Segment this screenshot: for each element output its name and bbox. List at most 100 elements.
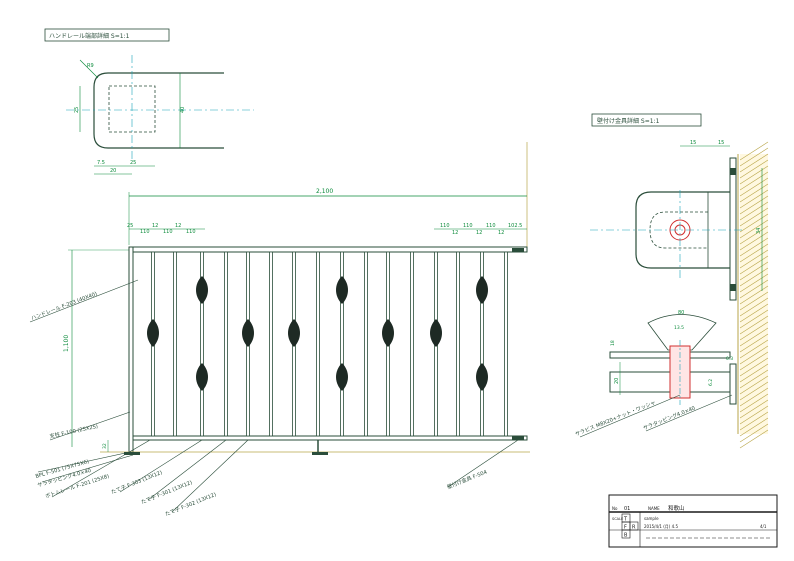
baluster: [364, 251, 368, 437]
plate-screw-2: [730, 284, 736, 291]
baluster-ornament: [288, 319, 300, 347]
left-dim-4: 110: [163, 229, 173, 235]
leader-post: [49, 411, 131, 441]
wall-hatch: [739, 141, 769, 449]
hatch-line: [739, 405, 769, 425]
view-b: B: [624, 533, 628, 539]
leader-anchor: [41, 454, 134, 483]
baluster-ornament: [476, 363, 488, 391]
hatch-line: [739, 195, 769, 215]
callout-post: 支柱 F-100 (25X25): [49, 422, 99, 440]
hatch-line: [739, 255, 769, 275]
dim-15a: 15: [690, 140, 696, 146]
baluster-ornament: [476, 276, 488, 304]
hatch-line: [739, 183, 769, 203]
height-label: 1,100: [63, 335, 70, 352]
view-box-r: [629, 521, 639, 531]
right-dims: 110 110 110 102.5 12 12 12: [434, 223, 527, 236]
wall-title: 壁付け金具詳細 S=1:1: [597, 117, 660, 125]
hatch-line: [739, 303, 769, 323]
bottom-rail: [131, 435, 528, 441]
tb-no-value: 01: [624, 506, 630, 512]
baluster: [480, 251, 484, 437]
baluster-ornament: [336, 276, 348, 304]
left-dim-5: 110: [186, 229, 196, 235]
callout-wall-fitting: 壁付け金具 F-504: [446, 467, 489, 491]
leader-nut: [579, 394, 681, 438]
handrail-profile: [93, 72, 224, 149]
hatch-line: [739, 345, 769, 365]
hatch-line: [739, 165, 769, 185]
callout-baluster-1: たて子 F-303 (13X12): [110, 469, 163, 496]
hatch-line: [739, 363, 769, 383]
baluster: [410, 251, 414, 437]
railing-elevation: 2,100 25 12 12 110 110 110 110 110 110 1…: [63, 142, 530, 455]
wall-fill: [740, 154, 768, 434]
hatch-line: [739, 207, 769, 227]
view-f: F: [624, 525, 627, 531]
tb-date: 2015/4/1 (月) 4.5: [644, 524, 678, 529]
small-dim-label: 32: [102, 443, 108, 449]
left-dim-1: 12: [152, 223, 158, 229]
baluster-ornament: [336, 363, 348, 391]
hatch-line: [739, 387, 769, 407]
baluster: [173, 251, 177, 437]
hatch-line: [739, 237, 769, 257]
hatch-line: [739, 177, 769, 197]
base-plate-mid: [312, 452, 328, 455]
hatch-line: [739, 369, 769, 389]
leader-tapping: [645, 394, 733, 432]
plate-height-label: 34: [756, 228, 762, 234]
fitting-slot: [649, 211, 708, 249]
hatch-line: [739, 159, 769, 179]
callout-texts: ハンドレール F-203 (40X40) 支柱 F-100 (25X25) BP…: [31, 291, 489, 518]
baluster: [340, 251, 344, 437]
hatch-line: [739, 411, 769, 431]
hatch-line: [739, 171, 769, 191]
plate-screw-1: [730, 168, 736, 175]
baluster: [316, 251, 320, 437]
leader-baluster-3: [171, 439, 249, 513]
hatch-line: [739, 285, 769, 305]
left-dim-0: 25: [127, 223, 133, 229]
hatch-line: [739, 351, 769, 371]
baluster: [224, 251, 228, 437]
tb-sheet: 4/1: [760, 524, 767, 529]
callout-baluster-3: たて子 F-302 (13X12): [164, 491, 217, 518]
hatch-line: [739, 321, 769, 341]
hatch-line: [739, 147, 769, 167]
dim-b-label: 25: [130, 160, 136, 166]
hatch-line: [739, 417, 769, 437]
right-dim-6: 12: [476, 230, 482, 236]
view-box-b: [621, 529, 631, 539]
hatch-line: [739, 423, 769, 443]
callout-leaders: [29, 279, 519, 513]
leader-bpl: [37, 451, 131, 473]
wall-bracket-top: [512, 248, 524, 252]
dim-80: 80: [678, 310, 684, 316]
hatch-line: [739, 189, 769, 209]
hatch-line: [739, 201, 769, 221]
wall-fitting-detail: 壁付け金具詳細 S=1:1 15 15 34 80 13.5 20 18 0.3: [574, 113, 769, 449]
hatch-line: [739, 153, 769, 173]
right-dim-0: 110: [440, 223, 450, 229]
leader-baluster-1: [119, 439, 203, 493]
dim-c-label: 20: [110, 168, 116, 174]
hatch-line: [739, 357, 769, 377]
right-dim-2: 110: [486, 223, 496, 229]
hatch-line: [739, 393, 769, 413]
leader-baluster-2: [147, 439, 227, 501]
left-dim-3: 110: [140, 229, 150, 235]
radius-leader: [79, 59, 99, 79]
baluster-ornament: [382, 319, 394, 347]
hatch-line: [739, 219, 769, 239]
callout-baluster-2: たて子 F-301 (13X12): [140, 479, 193, 506]
tb-no-label: No: [612, 506, 618, 511]
hatch-line: [739, 225, 769, 245]
wall-bracket-bottom: [512, 436, 524, 440]
baluster: [200, 251, 204, 437]
baluster-ornament: [196, 363, 208, 391]
title-block-border: [608, 494, 778, 548]
leader-bottom-rail: [51, 439, 151, 498]
tb-name-value: 和歌山: [668, 504, 685, 512]
